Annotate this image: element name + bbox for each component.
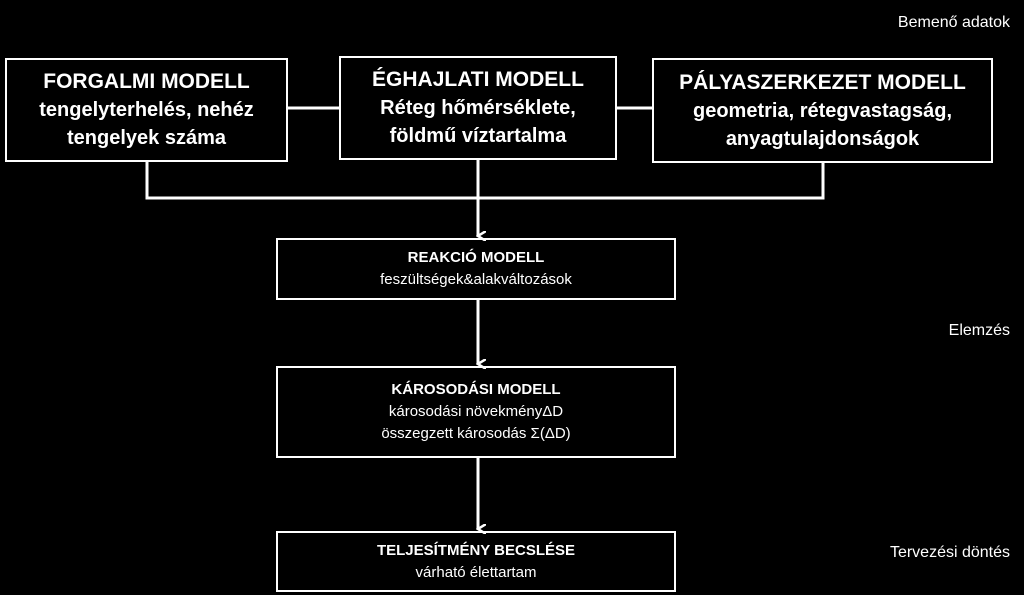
pavement-model-title: PÁLYASZERKEZET MODELL [679, 70, 966, 94]
stage-label-design: Tervezési döntés [889, 544, 1010, 561]
traffic-model-line: tengelyek száma [67, 127, 226, 149]
stage-label-analysis: Elemzés [948, 322, 1010, 339]
traffic-model-line: tengelyterhelés, nehéz [39, 99, 254, 121]
damage-model-line: károsodási növekményΔD [388, 403, 564, 420]
climate-model-line: földmű víztartalma [389, 125, 567, 147]
traffic-model-box: FORGALMI MODELL tengelyterhelés, nehéz t… [5, 58, 288, 162]
climate-model-title: ÉGHAJLATI MODELL [372, 68, 584, 91]
damage-model-title: KÁROSODÁSI MODELL [391, 381, 561, 398]
response-model-title: REAKCIÓ MODELL [407, 249, 545, 266]
stage-label-input: Bemenő adatok [897, 14, 1010, 31]
damage-model-line: összegzett károsodás Σ(ΔD) [381, 425, 571, 442]
input-collector-line [145, 162, 825, 200]
response-model-line: feszültségek&alakváltozások [380, 271, 572, 288]
climate-model-line: Réteg hőmérséklete, [380, 97, 576, 119]
pavement-model-line: anyagtulajdonságok [725, 127, 920, 150]
pavement-model-box: PÁLYASZERKEZET MODELL geometria, rétegva… [652, 58, 993, 163]
damage-model-box: KÁROSODÁSI MODELL károsodási növekményΔD… [276, 366, 676, 458]
pavement-model-line: geometria, rétegvastagság, [693, 99, 952, 122]
performance-box: TELJESÍTMÉNY BECSLÉSE várható élettartam [276, 531, 676, 592]
traffic-model-title: FORGALMI MODELL [43, 70, 250, 93]
climate-model-box: ÉGHAJLATI MODELL Réteg hőmérséklete, föl… [339, 56, 617, 160]
performance-title: TELJESÍTMÉNY BECSLÉSE [376, 541, 576, 559]
response-model-box: REAKCIÓ MODELL feszültségek&alakváltozás… [276, 238, 676, 300]
performance-line: várható élettartam [415, 563, 537, 581]
